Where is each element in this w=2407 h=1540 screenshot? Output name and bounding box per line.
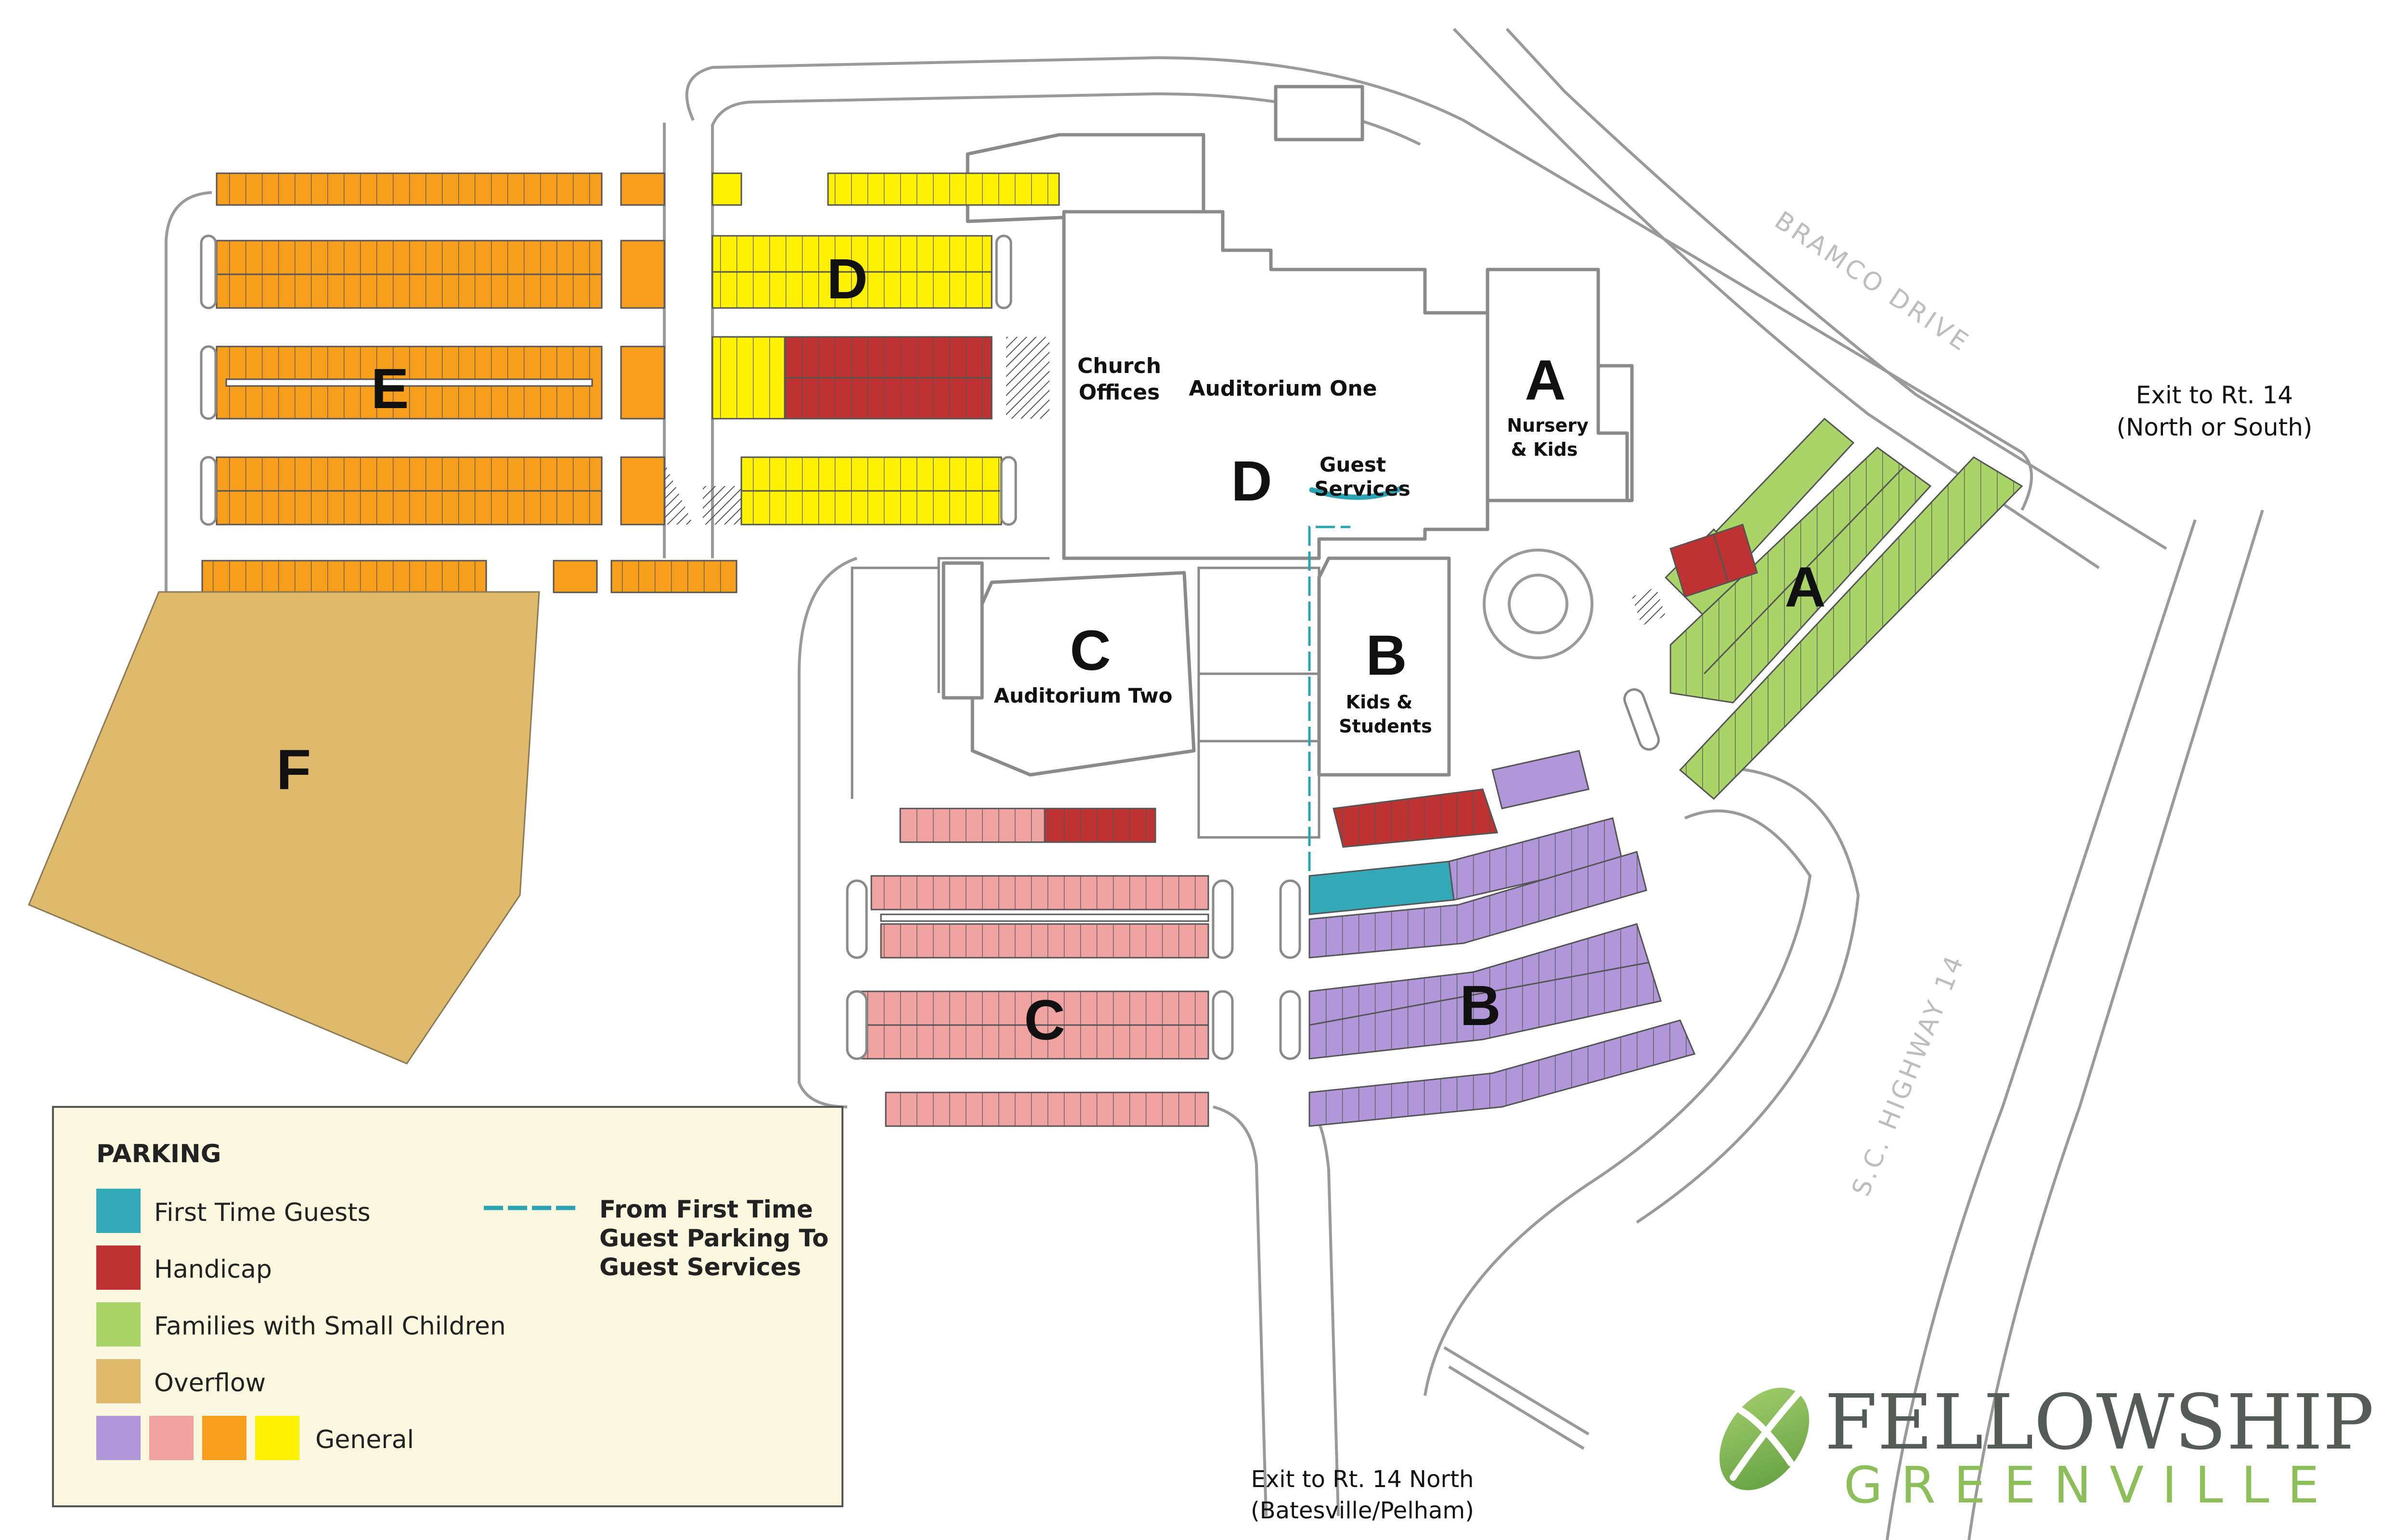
legend-route-text: From First Time — [599, 1195, 813, 1223]
church-offices-label-2: Offices — [1079, 380, 1160, 405]
legend: PARKING First Time Guests Handicap Famil… — [52, 1106, 843, 1507]
lot-f — [28, 591, 540, 1065]
lot-c — [861, 808, 1209, 1127]
lot-label-d: D — [827, 247, 867, 311]
street-highway-14: S.C. HIGHWAY 14 — [1847, 950, 1970, 1200]
legend-route-text-3: Guest Services — [599, 1253, 801, 1281]
lot-e — [201, 172, 738, 593]
legend-swatch-overflow — [96, 1359, 141, 1403]
exit-south-label-2: (Batesville/Pelham) — [1251, 1497, 1474, 1524]
legend-families: Families with Small Children — [154, 1312, 506, 1341]
legend-swatch-general-pink — [149, 1416, 194, 1460]
legend-overflow: Overflow — [154, 1369, 266, 1398]
kids-students-label: Kids & — [1346, 692, 1413, 713]
logo-wordmark: FELLOWSHIP — [1825, 1378, 2374, 1467]
lot-label-c: C — [1024, 988, 1065, 1052]
lot-d — [664, 172, 1060, 526]
legend-route-text-2: Guest Parking To — [599, 1224, 828, 1252]
legend-swatch-families — [96, 1302, 141, 1347]
legend-swatch-general-yellow — [255, 1416, 299, 1460]
legend-general: General — [315, 1425, 414, 1454]
guest-services-label-2: Services — [1314, 477, 1411, 500]
islands — [200, 234, 1660, 1060]
legend-handicap: Handicap — [154, 1255, 272, 1284]
legend-swatch-handicap — [96, 1245, 141, 1290]
exit-east-label: Exit to Rt. 14 — [2136, 381, 2293, 409]
church-offices-label: Church — [1077, 354, 1161, 378]
logo-subtitle: GREENVILLE — [1844, 1456, 2337, 1514]
lot-label-a: A — [1785, 555, 1825, 619]
building-b-label: B — [1366, 624, 1407, 687]
lot-label-b: B — [1460, 974, 1501, 1038]
guest-services-label: Guest — [1320, 453, 1386, 476]
fellowship-logo: FELLOWSHIP GREENVILLE — [1719, 1378, 2374, 1514]
legend-swatch-general-purple — [96, 1416, 141, 1460]
street-bramco-drive: BRAMCO DRIVE — [1769, 206, 1975, 358]
auditorium-two-label: Auditorium Two — [994, 684, 1173, 707]
legend-swatch-first-time — [96, 1189, 141, 1233]
lot-label-f: F — [276, 738, 311, 802]
legend-title: PARKING — [96, 1140, 221, 1168]
guest-route — [1308, 526, 1350, 871]
legend-swatch-general-orange — [202, 1416, 246, 1460]
guest-services-marker — [1309, 486, 1404, 500]
corridors — [851, 557, 1320, 839]
building-d-label: D — [1231, 449, 1272, 513]
building-c-label: C — [1070, 619, 1111, 682]
lot-b — [1308, 750, 1696, 1127]
auditorium-one-label: Auditorium One — [1189, 376, 1377, 401]
buildings — [942, 85, 1634, 777]
kids-students-label-2: Students — [1339, 716, 1432, 737]
exit-south-label: Exit to Rt. 14 North — [1251, 1466, 1474, 1493]
exit-east-label-2: (North or South) — [2116, 413, 2312, 441]
building-a-label: A — [1525, 348, 1566, 412]
lot-label-e: E — [371, 357, 409, 421]
logo-cross-icon — [1730, 1387, 1804, 1481]
nursery-label-2: & Kids — [1511, 439, 1578, 460]
nursery-label: Nursery — [1507, 415, 1589, 436]
legend-first-time: First Time Guests — [154, 1198, 371, 1227]
roundabout — [1483, 549, 1593, 659]
lot-a — [1632, 417, 2023, 800]
